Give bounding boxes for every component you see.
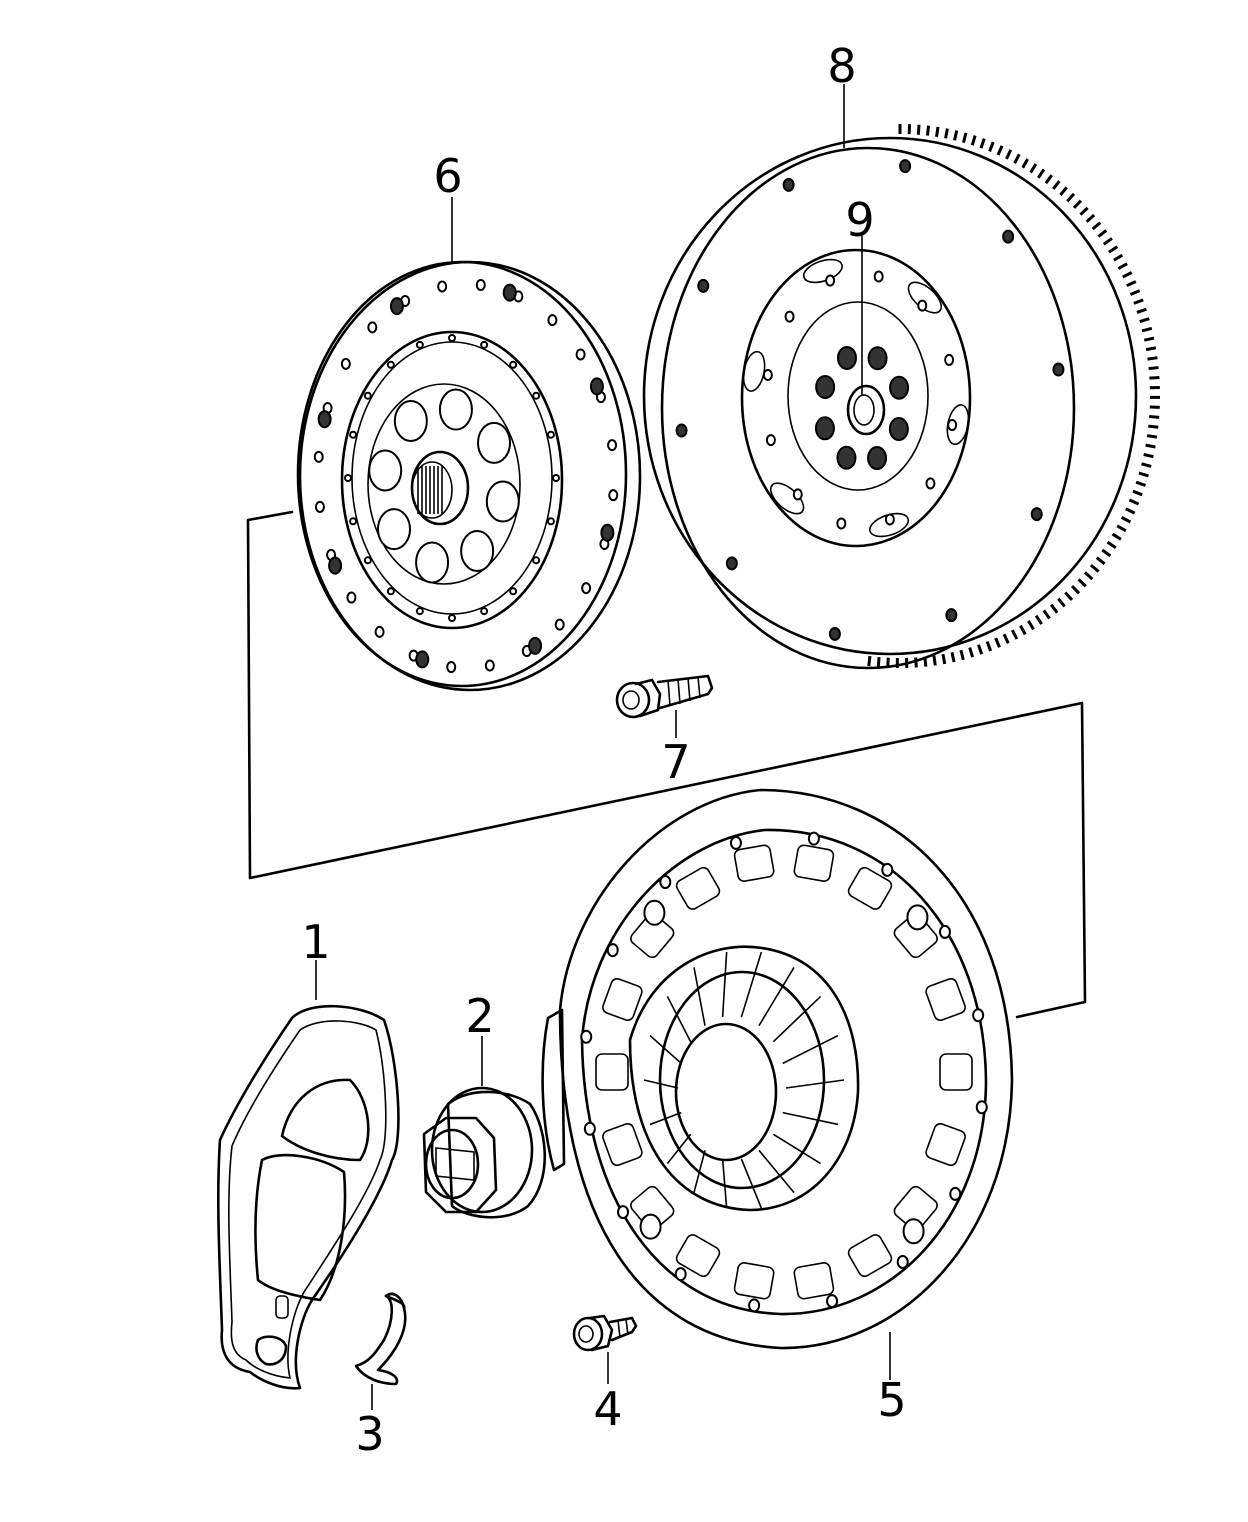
pressure-plate-pockets — [595, 844, 973, 1300]
hub-splines — [417, 466, 443, 514]
callout-2: 2 — [465, 989, 494, 1043]
pilot-bearing[interactable] — [846, 384, 886, 436]
callout-3: 3 — [355, 1407, 384, 1461]
pressure-plate-bolt[interactable] — [572, 1314, 638, 1352]
disc-damper-spring-windows — [344, 334, 560, 622]
callout-9: 9 — [845, 193, 874, 247]
release-bearing[interactable] — [422, 1086, 546, 1219]
assembly-bracket-line — [246, 510, 1087, 1019]
callout-1: 1 — [301, 915, 330, 969]
pressure-plate-holes — [580, 831, 988, 1313]
callout-5: 5 — [877, 1373, 906, 1427]
flywheel[interactable] — [642, 124, 1161, 670]
pressure-plate[interactable] — [541, 788, 1014, 1350]
flywheel-bolt[interactable] — [615, 674, 714, 719]
callout-8: 8 — [827, 39, 856, 93]
callout-7: 7 — [661, 735, 690, 789]
flywheel-outer-holes — [675, 159, 1065, 641]
ring-gear-teeth — [867, 124, 1161, 669]
callout-6: 6 — [433, 149, 462, 203]
diaphragm-spring-fingers — [643, 951, 845, 1209]
callout-4: 4 — [593, 1382, 622, 1436]
disc-outer-holes — [313, 278, 619, 674]
release-fork[interactable] — [216, 1004, 400, 1390]
flywheel-slots — [742, 258, 970, 538]
flywheel-bolt-holes — [814, 345, 910, 471]
clutch-disc[interactable] — [296, 260, 642, 692]
retaining-clip[interactable] — [354, 1292, 407, 1386]
